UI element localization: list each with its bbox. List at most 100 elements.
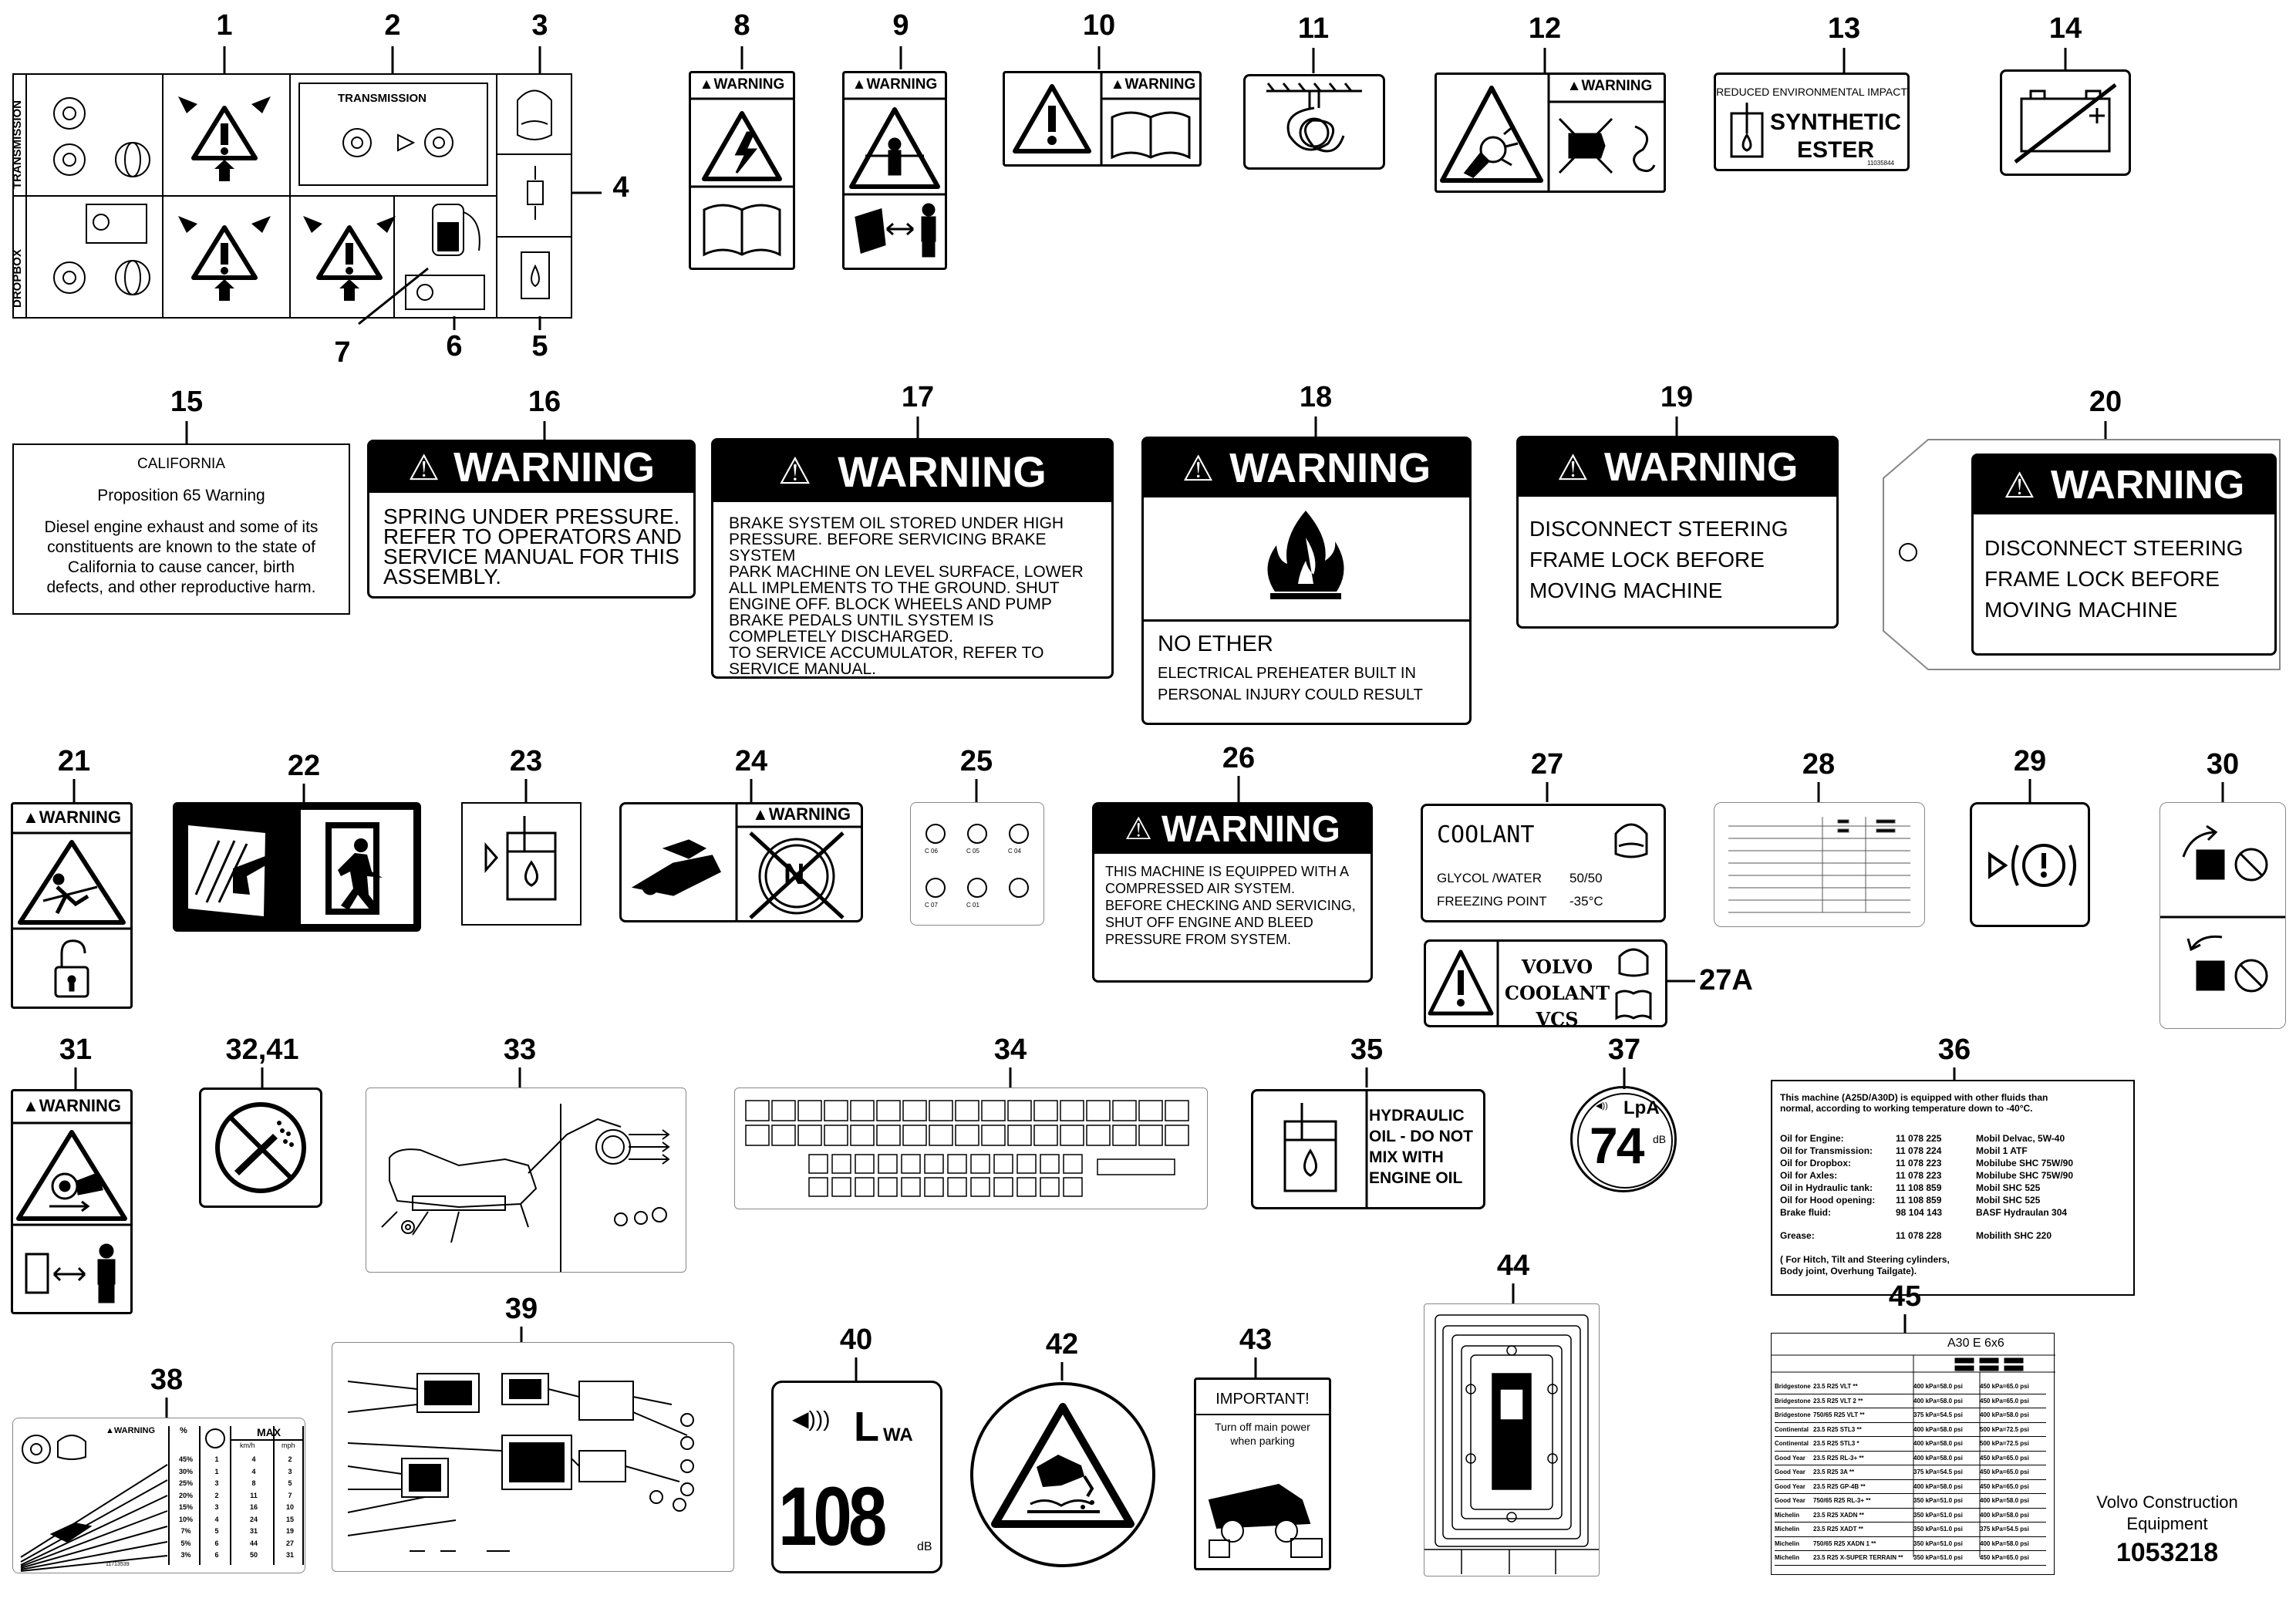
- grid-cell: [929, 1125, 953, 1146]
- hydraulic-tank-icon: [1283, 1089, 1368, 1209]
- decal-36-footnote: ( For Hitch, Tilt and Steering cylinders…: [1780, 1254, 1950, 1276]
- decal-15-title: CALIFORNIA: [137, 456, 226, 472]
- grid-cell: [902, 1125, 927, 1146]
- grid-cell: [1063, 1177, 1083, 1197]
- decal-37-inner-ring: [1577, 1093, 1673, 1189]
- decal-28: [1714, 802, 1925, 927]
- grid-cell: [1033, 1100, 1058, 1121]
- decal-38-cell: 45%: [178, 1455, 193, 1463]
- grid-cell: [947, 1154, 967, 1174]
- decal-36-cell: Oil for Hood opening:: [1780, 1195, 1876, 1206]
- decal-38-cell: 5: [214, 1527, 219, 1535]
- decal-45-cell: Good Year: [1775, 1469, 1805, 1475]
- decal-31-icons: [11, 1121, 133, 1303]
- grid-cell: [1063, 1154, 1083, 1174]
- decal-12-warning: ▲WARNING: [1566, 78, 1653, 94]
- callout-8: 8: [733, 9, 750, 42]
- decal-40-value: 108: [778, 1469, 887, 1563]
- grid-cell: [1040, 1154, 1060, 1174]
- grid-cell: [1165, 1100, 1189, 1121]
- callout-43: 43: [1239, 1324, 1273, 1356]
- decal-36-cell: Mobil 1 ATF: [1976, 1145, 2028, 1156]
- decal-15: CALIFORNIA Proposition 65 Warning Diesel…: [12, 443, 350, 615]
- decal-25-c01: C 01: [966, 902, 979, 909]
- decal-16-warning-bar: ⚠WARNING: [369, 442, 693, 493]
- decal-26: ⚠WARNING THIS MACHINE IS EQUIPPED WITH A…: [1092, 802, 1373, 983]
- decal-45-cell: Michelin: [1775, 1511, 1800, 1519]
- callout-16: 16: [528, 386, 561, 418]
- grid-cell: [1007, 1100, 1032, 1121]
- coolant-reservoir-icon: [1614, 823, 1648, 858]
- decal-38-cell: 24: [249, 1515, 258, 1523]
- decal-38-cell: 5%: [180, 1539, 191, 1547]
- decal-10-icons: [1013, 71, 1202, 167]
- grid-label-box: [1097, 1158, 1175, 1175]
- decal-45-cell: 23.5 R25 STL3 *: [1813, 1440, 1859, 1447]
- decal-45-cell: 375 kPa=54.5 psi: [1913, 1469, 1963, 1475]
- decal-18: ⚠WARNING NO ETHER ELECTRICAL PREHEATER B…: [1141, 437, 1472, 725]
- decal-45-cell: Good Year: [1775, 1482, 1805, 1490]
- decal-45-cell: 400 kPa=58.0 psi: [1913, 1454, 1963, 1462]
- decal-45-cell: 400 kPa=58.0 psi: [1913, 1482, 1963, 1490]
- decal-36-cell: Mobilith SHC 220: [1976, 1230, 2052, 1241]
- decal-45-cell: 450 kPa=65.0 psi: [1980, 1482, 2029, 1490]
- decal-38-max-header: MAX: [257, 1426, 282, 1438]
- decal-45-cell: Continental: [1775, 1425, 1809, 1433]
- decal-40-l: L: [854, 1404, 879, 1450]
- decal-45-cell: 400 kPa=58.0 psi: [1913, 1383, 1963, 1390]
- flame-icon: [1267, 511, 1344, 599]
- decal-38-cell: 50: [249, 1551, 258, 1559]
- callout-31: 31: [59, 1034, 93, 1066]
- decal-38-cell: 2: [288, 1455, 292, 1463]
- decal-36-cell: 11 078 223: [1896, 1158, 1942, 1168]
- callout-27a: 27A: [1699, 964, 1753, 996]
- callout-30: 30: [2206, 748, 2240, 781]
- decal-45-cell: 450 kPa=65.0 psi: [1980, 1469, 2029, 1475]
- callout-34: 34: [993, 1034, 1027, 1066]
- decal-38-cell: 44: [249, 1539, 258, 1547]
- grid-cell: [924, 1154, 944, 1174]
- decal-38-cell: 2: [214, 1491, 219, 1499]
- decal-45-cell: 23.5 R25 VLT 2 **: [1813, 1397, 1863, 1404]
- grid-cell: [1060, 1125, 1084, 1146]
- decal-45-cell: 23.5 R25 3A **: [1813, 1469, 1855, 1475]
- decal-38-cell: 11: [250, 1491, 258, 1499]
- decal-38-cell: 4: [251, 1455, 256, 1463]
- decal-36-cell: Oil for Axles:: [1780, 1170, 1838, 1181]
- decal-38-cell: 1: [214, 1455, 219, 1463]
- grid-cell: [1033, 1125, 1058, 1146]
- decal-36-cell: Oil in Hydraulic tank:: [1780, 1182, 1873, 1193]
- decal-22: [173, 802, 421, 932]
- callout-35: 35: [1350, 1034, 1384, 1066]
- decal-36-cell: Oil for Dropbox:: [1780, 1158, 1851, 1168]
- grid-cell: [797, 1100, 822, 1121]
- callout-22: 22: [287, 750, 321, 782]
- callout-9: 9: [892, 9, 909, 42]
- callout-7: 7: [334, 336, 351, 369]
- decal-45-cell: 400 kPa=58.0 psi: [1980, 1497, 2029, 1504]
- callout-2: 2: [384, 9, 401, 42]
- callout-12: 12: [1528, 12, 1562, 45]
- decal-38-cell: 31: [249, 1527, 258, 1535]
- grid-cell: [1017, 1154, 1037, 1174]
- decal-8-icons: [689, 97, 795, 257]
- decal-36-cell: Mobil SHC 525: [1976, 1182, 2041, 1193]
- decal-36-cell: Grease:: [1780, 1230, 1815, 1241]
- decal-18-divider: [1144, 619, 1469, 622]
- grid-cell: [745, 1125, 770, 1146]
- callout-15: 15: [170, 386, 204, 418]
